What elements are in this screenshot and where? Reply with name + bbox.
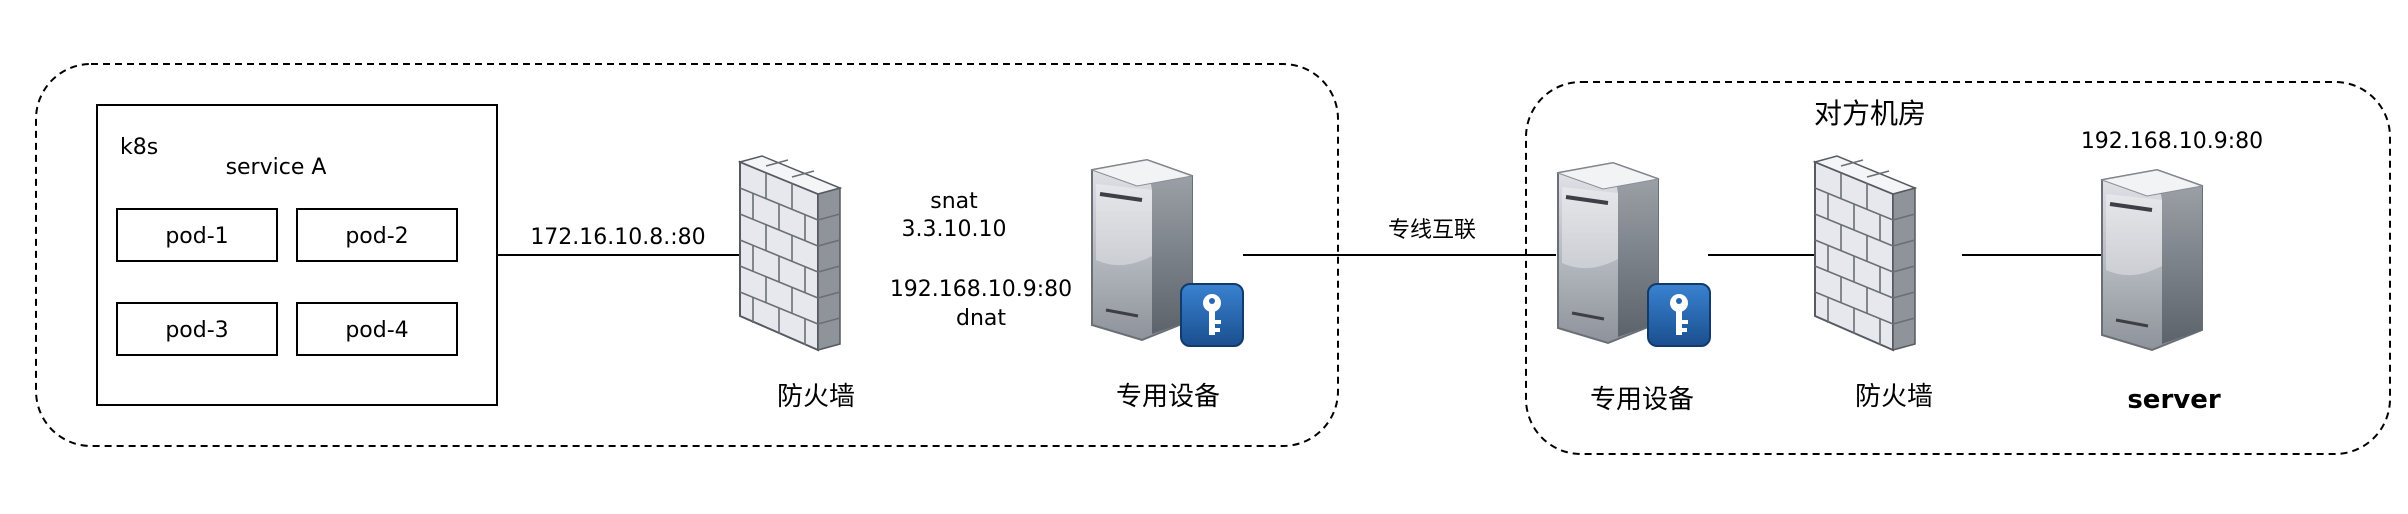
pod-2-label: pod-2 [345, 224, 408, 249]
k8s-cluster: k8s service A pod-1 pod-2 pod-3 pod-4 [96, 104, 498, 406]
dnat-address: 192.168.10.9:80 [890, 277, 1072, 302]
key-icon [1647, 283, 1711, 347]
server-address: 192.168.10.9:80 [2081, 129, 2263, 154]
right-device-label: 专用设备 [1590, 385, 1694, 415]
pod-1-label: pod-1 [165, 224, 228, 249]
firewall-icon [1814, 155, 1916, 351]
pod-1-box [116, 208, 278, 262]
snat-label: snat [930, 189, 978, 214]
server-icon [1556, 161, 1660, 345]
pod-4-box [296, 302, 458, 356]
left-region-border [35, 63, 1339, 447]
pod-4-label: pod-4 [345, 318, 408, 343]
k8s-label: k8s [120, 135, 158, 160]
dedicated-line-label: 专线互联 [1388, 218, 1476, 243]
pod-box: pod-2 [296, 208, 458, 262]
dnat-label: dnat [956, 306, 1006, 331]
k8s-link-address: 172.16.10.8.:80 [530, 225, 705, 250]
server-icon [2100, 168, 2204, 352]
left-device-label: 专用设备 [1116, 382, 1220, 412]
pod-2-box [296, 208, 458, 262]
server-label: server [2127, 385, 2221, 415]
service-label: service A [226, 155, 327, 180]
firewall-icon [739, 155, 841, 351]
server-icon [1090, 158, 1194, 342]
pod-3-box [116, 302, 278, 356]
left-firewall-label: 防火墙 [777, 382, 855, 412]
pod-box: pod-1 [116, 208, 278, 262]
key-icon [1180, 283, 1244, 347]
pod-box: pod-3 [116, 302, 278, 356]
snat-address: 3.3.10.10 [902, 217, 1007, 242]
right-region-title: 对方机房 [1814, 97, 1926, 130]
right-region-border [1525, 81, 2391, 455]
pod-box: pod-4 [296, 302, 458, 356]
pod-3-label: pod-3 [165, 318, 228, 343]
right-firewall-label: 防火墙 [1855, 382, 1933, 412]
